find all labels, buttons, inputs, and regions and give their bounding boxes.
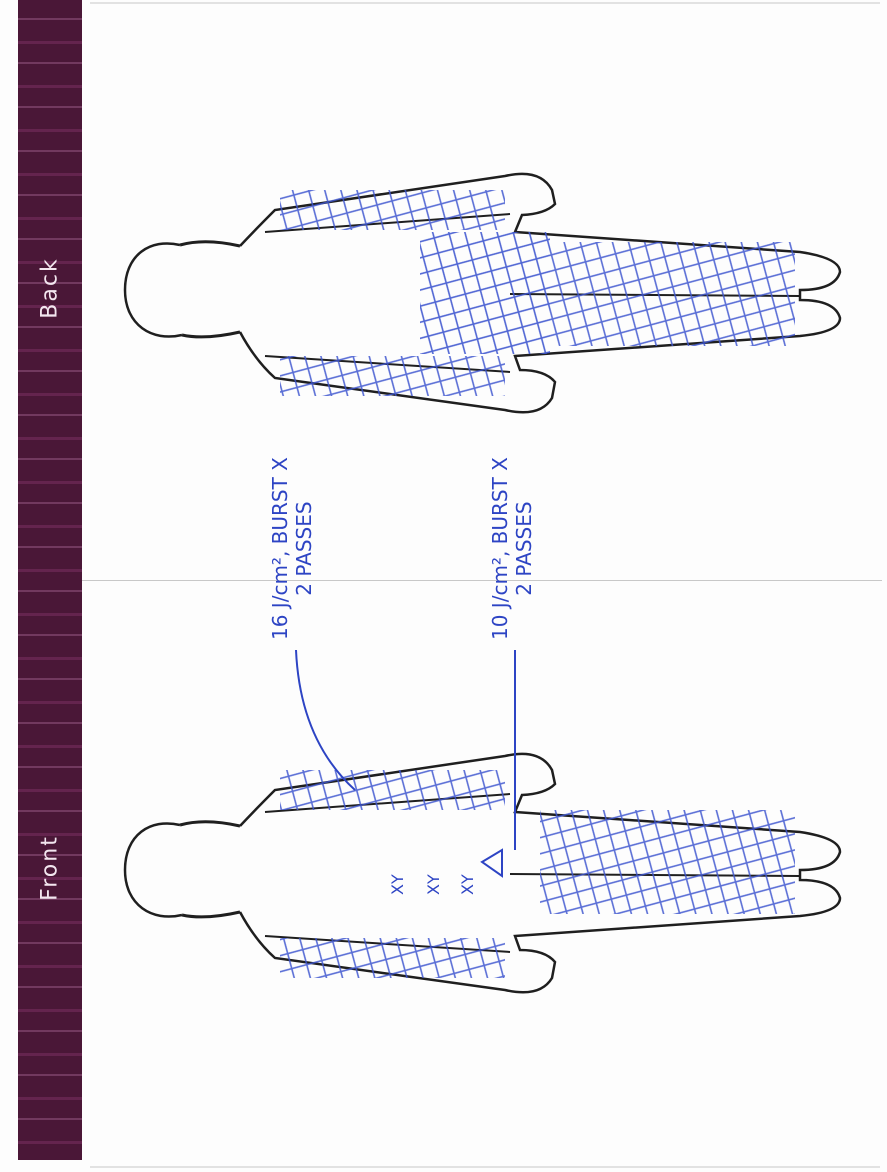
lower-annotation-line1: 10 J/cm², BURST X <box>488 457 512 640</box>
back-figure-hatch-upper-arm <box>280 190 505 230</box>
xy-mark-1: XY <box>386 874 410 895</box>
front-figure-hatch-lower-arm <box>280 938 505 978</box>
back-figure-hair <box>180 242 240 337</box>
xy-mark-3: XY <box>456 874 480 895</box>
front-figure <box>125 754 840 992</box>
lower-annotation-line2: 2 PASSES <box>512 457 536 640</box>
front-figure-triangle-mark <box>482 850 502 876</box>
xy-mark-2: XY <box>422 874 446 895</box>
front-figure-head <box>125 823 182 916</box>
front-figure-hair <box>180 822 240 917</box>
upper-annotation: 16 J/cm², BURST X 2 PASSES <box>268 457 316 640</box>
front-figure-hatch-legs <box>540 810 795 914</box>
back-figure-hatch-torso <box>420 232 550 354</box>
back-figure-head <box>125 243 182 336</box>
upper-annotation-leader <box>296 650 355 790</box>
back-figure-hatch-legs <box>550 242 795 346</box>
back-figure <box>125 174 840 412</box>
upper-annotation-line1: 16 J/cm², BURST X <box>268 457 292 640</box>
front-figure-hatch-upper-arm <box>280 770 505 810</box>
front-figure-arm-divider <box>265 794 510 952</box>
upper-annotation-line2: 2 PASSES <box>292 457 316 640</box>
lower-annotation: 10 J/cm², BURST X 2 PASSES <box>488 457 536 640</box>
back-figure-hatch-lower-arm <box>280 356 505 396</box>
